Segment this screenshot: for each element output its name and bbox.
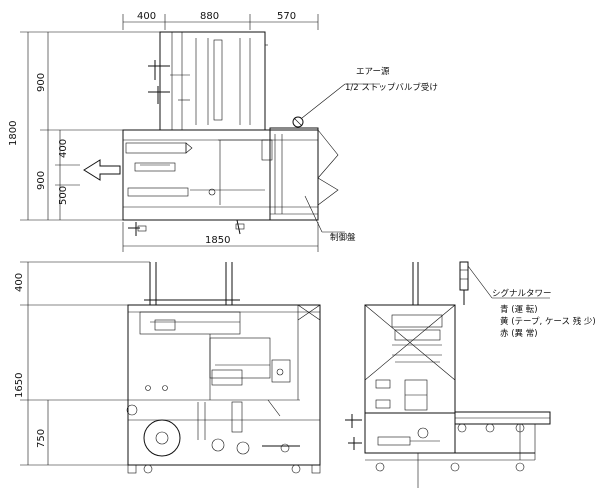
- signal-tower-blue: 青 (運 転): [500, 304, 538, 315]
- top-dimensions: 400 880 570 1800 900 900 400 500 1850: [8, 11, 319, 252]
- dim-top-height-upper: 900: [36, 73, 47, 92]
- side-annotations: シグナルタワー 青 (運 転) 黄 (テープ, ケース 残 少) 赤 (異 常): [467, 265, 596, 339]
- dim-top-width-1: 400: [137, 11, 156, 22]
- control-panel-label: 制御盤: [330, 232, 356, 243]
- side-view: [345, 261, 551, 488]
- dim-top-length: 1850: [205, 235, 230, 246]
- dim-top-height-mid: 400: [58, 139, 69, 158]
- dim-top-height-total: 1800: [8, 121, 19, 146]
- dim-top-width-3: 570: [277, 11, 296, 22]
- dim-front-height-total: 1650: [14, 373, 25, 398]
- front-view: [126, 262, 321, 474]
- front-dimensions: 400 1650 750: [14, 261, 150, 466]
- signal-tower-red: 赤 (異 常): [500, 328, 538, 339]
- air-source-title: エアー源: [356, 67, 390, 77]
- dim-top-width-2: 880: [200, 11, 219, 22]
- dim-top-height-low: 500: [58, 186, 69, 205]
- signal-tower-yellow: 黄 (テープ, ケース 残 少): [500, 316, 596, 327]
- dim-front-height-lower: 750: [36, 429, 47, 448]
- top-annotations: エアー源 1/2 ストップバルブ受け 制御盤: [301, 67, 438, 243]
- top-view: [83, 31, 339, 236]
- dim-top-height-mid2: 900: [36, 171, 47, 190]
- dim-front-height-upper: 400: [14, 273, 25, 292]
- air-source-detail: 1/2 ストップバルブ受け: [345, 82, 438, 93]
- signal-tower-title: シグナルタワー: [492, 288, 552, 299]
